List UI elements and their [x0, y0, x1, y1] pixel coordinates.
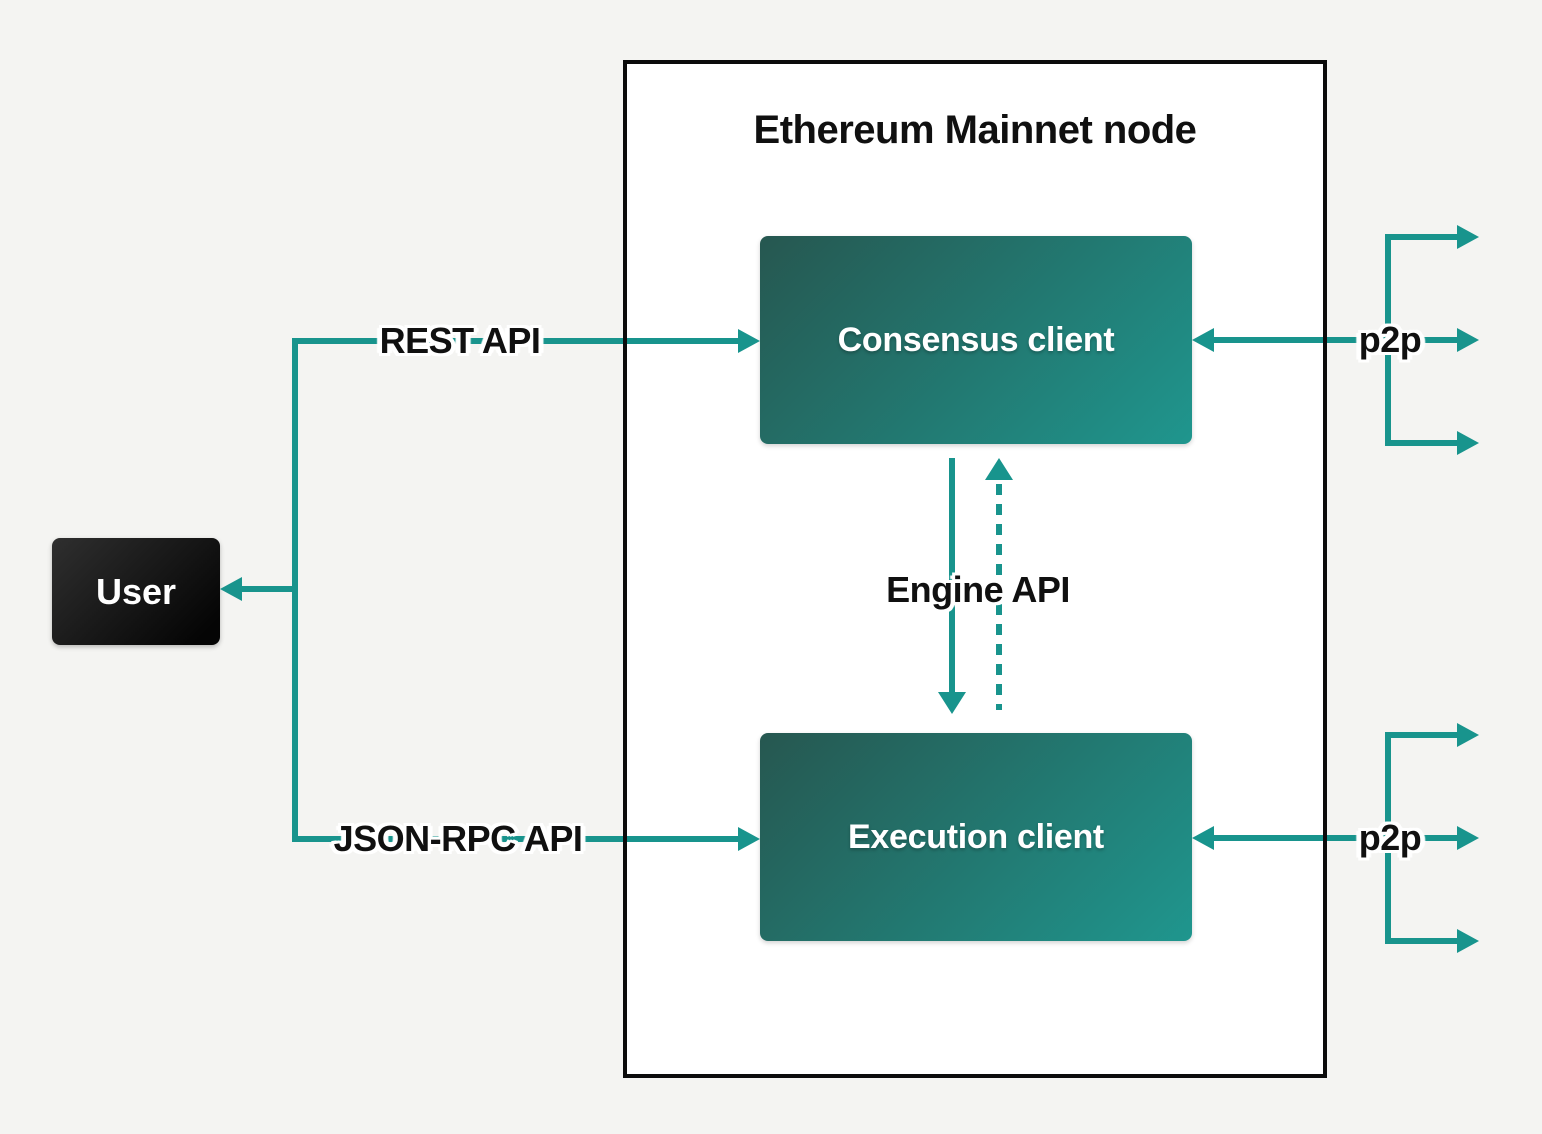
- p2p-consensus-left-arrowhead-icon: [1192, 328, 1214, 352]
- engine-api-down-line: [949, 458, 955, 692]
- p2p-consensus-label: p2p: [1358, 319, 1422, 360]
- user-arrowhead-icon: [220, 577, 242, 601]
- rest-api-arrowhead-icon: [738, 329, 760, 353]
- json-rpc-api-arrowhead-icon: [738, 827, 760, 851]
- user-label: User: [95, 570, 177, 612]
- p2p-execution-left-arrowhead-icon: [1192, 826, 1214, 850]
- user-box: User: [52, 538, 220, 645]
- p2p-consensus-mid-line: [1214, 337, 1458, 343]
- user-arrow-line: [240, 586, 298, 592]
- consensus-client-box: Consensus client: [760, 236, 1192, 444]
- p2p-consensus-bottom-arm-line: [1385, 440, 1458, 446]
- p2p-consensus-vertical-line: [1385, 234, 1391, 446]
- engine-api-down-arrowhead-icon: [938, 692, 966, 714]
- p2p-execution-mid-line: [1214, 835, 1458, 841]
- engine-api-up-arrowhead-icon: [985, 458, 1013, 480]
- json-rpc-api-line: [292, 836, 738, 842]
- rest-api-line: [292, 338, 738, 344]
- p2p-consensus-bottom-arrowhead-icon: [1457, 431, 1479, 455]
- engine-api-label: Engine API: [886, 569, 1070, 610]
- p2p-consensus-mid-arrowhead-icon: [1457, 328, 1479, 352]
- p2p-execution-label: p2p: [1358, 817, 1422, 858]
- p2p-consensus-top-arm-line: [1385, 234, 1458, 240]
- p2p-execution-bottom-arrowhead-icon: [1457, 929, 1479, 953]
- consensus-client-label: Consensus client: [837, 320, 1115, 359]
- p2p-consensus-top-arrowhead-icon: [1457, 225, 1479, 249]
- p2p-execution-top-arm-line: [1385, 732, 1458, 738]
- node-title: Ethereum Mainnet node: [753, 108, 1197, 152]
- p2p-execution-mid-arrowhead-icon: [1457, 826, 1479, 850]
- p2p-execution-vertical-line: [1385, 732, 1391, 944]
- execution-client-label: Execution client: [848, 817, 1104, 856]
- engine-api-up-dotted-line: [996, 484, 1002, 710]
- p2p-execution-top-arrowhead-icon: [1457, 723, 1479, 747]
- rest-api-label: REST API: [379, 320, 541, 361]
- execution-client-box: Execution client: [760, 733, 1192, 941]
- json-rpc-api-label: JSON-RPC API: [333, 818, 583, 859]
- p2p-execution-bottom-arm-line: [1385, 938, 1458, 944]
